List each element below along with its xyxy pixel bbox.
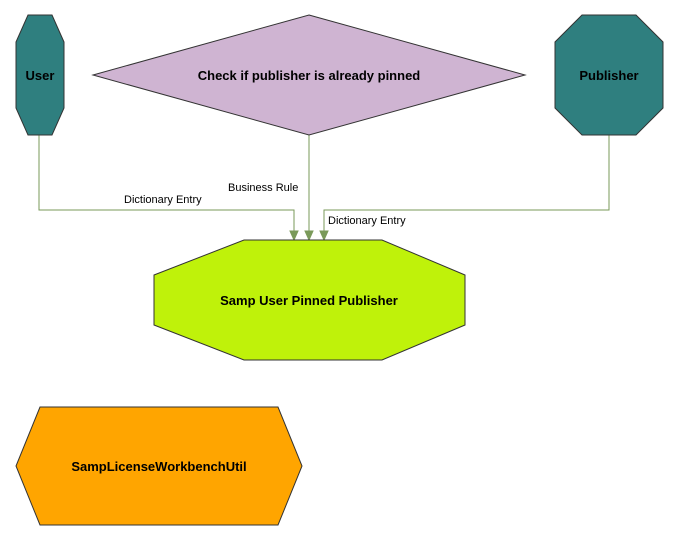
node-publisher[interactable]: Publisher	[554, 14, 664, 136]
pinned-label: Samp User Pinned Publisher	[220, 293, 398, 308]
util-label: SampLicenseWorkbenchUtil	[71, 459, 246, 474]
edge-label-business-rule: Business Rule	[228, 182, 298, 194]
publisher-label: Publisher	[579, 68, 638, 83]
rule-diamond-shape	[91, 14, 527, 136]
publisher-octagon-shape	[554, 14, 664, 136]
node-samp-license-workbench-util[interactable]: SampLicenseWorkbenchUtil	[15, 406, 303, 526]
util-hexagon-shape	[15, 406, 303, 526]
node-samp-user-pinned-publisher[interactable]: Samp User Pinned Publisher	[153, 239, 466, 361]
node-business-rule[interactable]: Check if publisher is already pinned	[91, 14, 527, 136]
edge-user-to-pinned: Dictionary Entry	[38, 135, 299, 242]
node-user[interactable]: User	[15, 14, 65, 136]
arrowhead-user	[289, 230, 299, 242]
edge-line-user	[38, 135, 295, 232]
edge-label-publisher-dictionary-entry: Dictionary Entry	[328, 215, 406, 227]
pinned-octagon-shape	[153, 239, 466, 361]
edge-publisher-to-pinned: Dictionary Entry	[319, 135, 610, 242]
user-label: User	[26, 68, 55, 83]
user-octagon-shape	[15, 14, 65, 136]
edge-label-user-dictionary-entry: Dictionary Entry	[124, 194, 202, 206]
edge-rule-to-pinned: Business Rule	[228, 135, 314, 242]
arrowhead-publisher	[319, 230, 329, 242]
edge-line-publisher	[323, 135, 610, 232]
rule-label: Check if publisher is already pinned	[198, 68, 421, 83]
arrowhead-rule	[304, 230, 314, 242]
